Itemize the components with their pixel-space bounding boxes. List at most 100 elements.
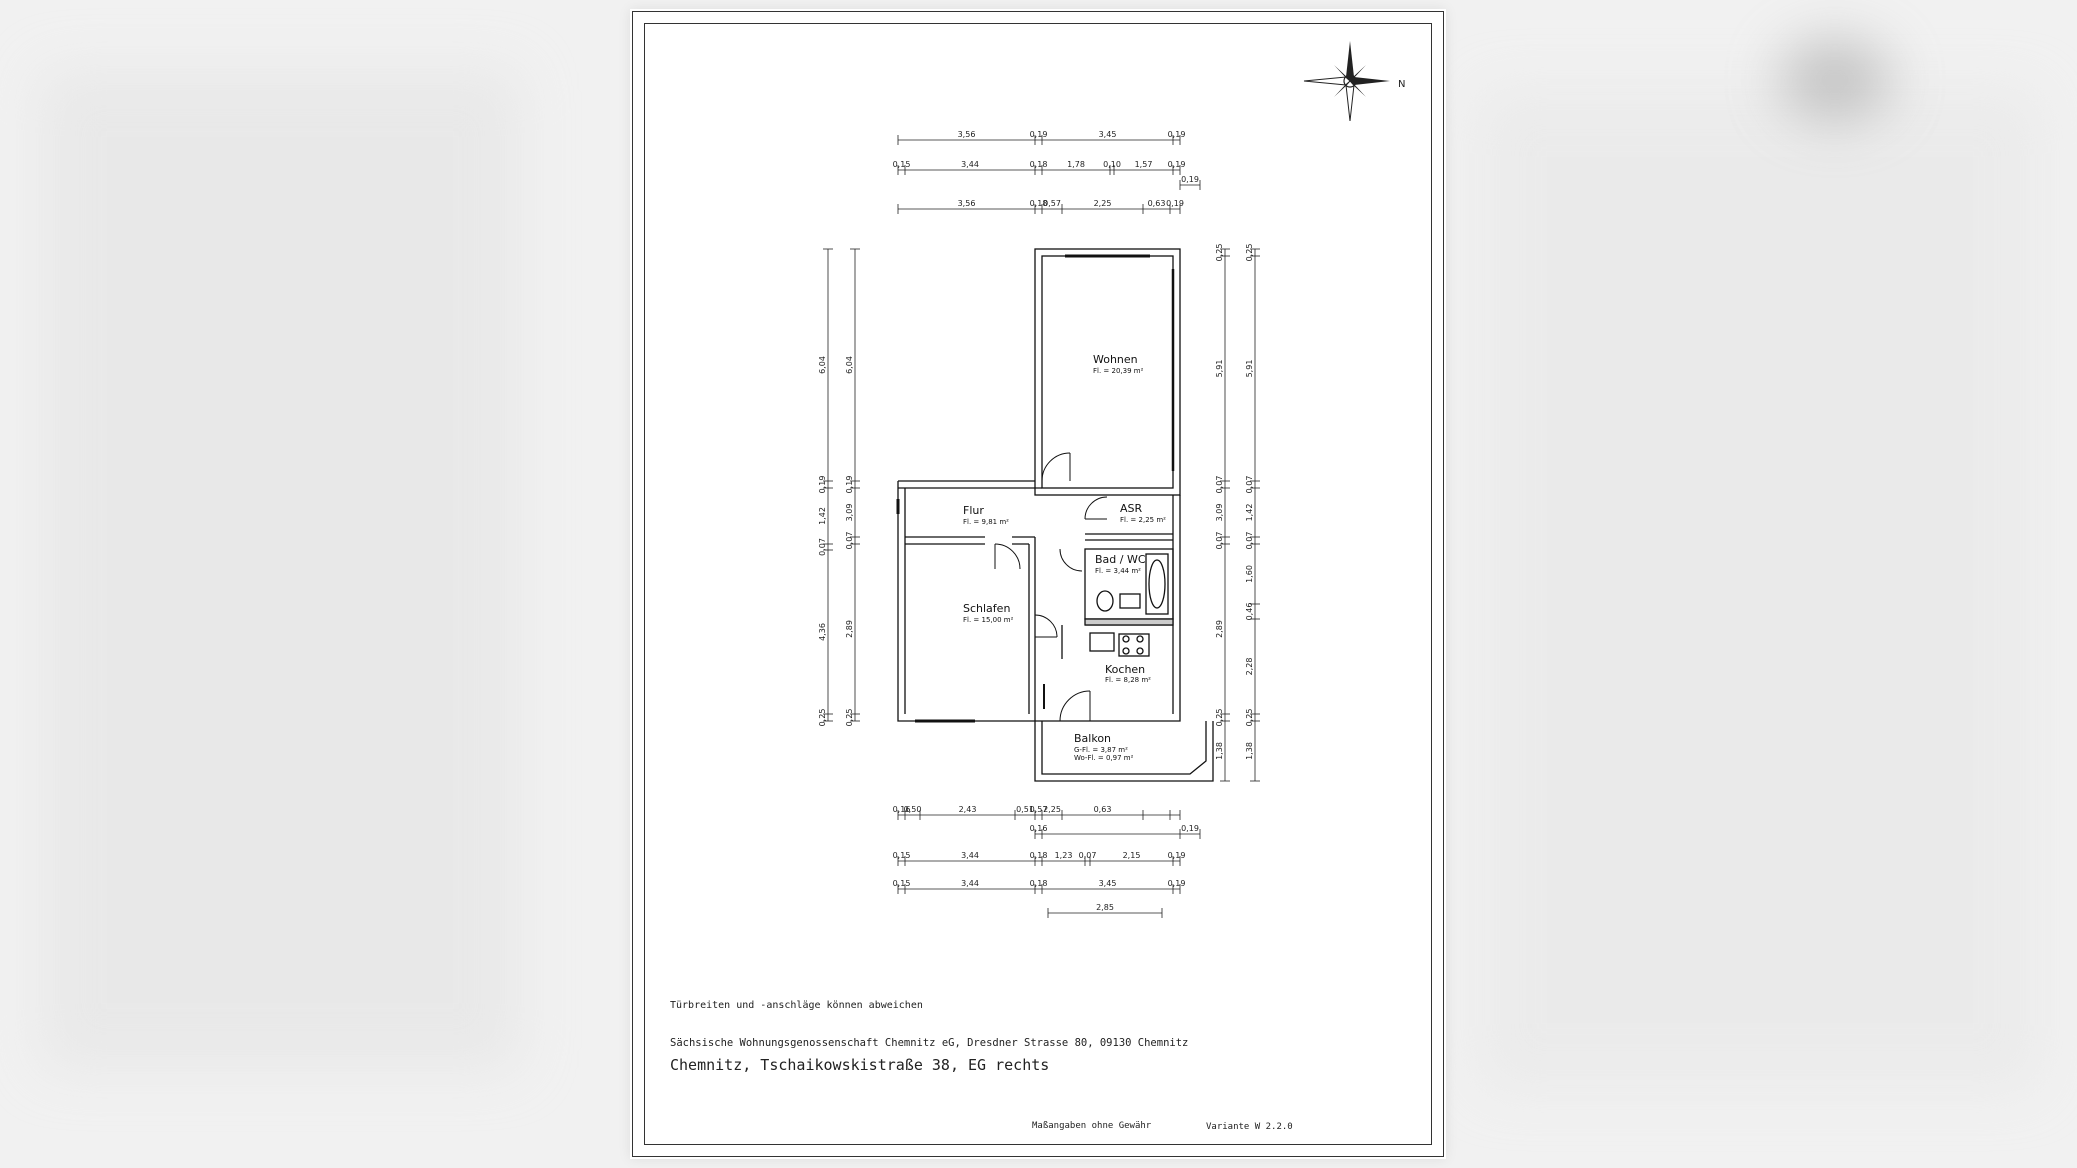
sheet-border (632, 11, 1444, 1157)
dim-right-inner-label: 5,91 (1215, 360, 1224, 378)
north-label: N (1398, 79, 1405, 90)
dim-top2-label: 3,44 (961, 160, 979, 169)
dim-right-outer-label: 0,07 (1245, 532, 1254, 550)
dim-top2-label: 1,78 (1067, 160, 1085, 169)
dim-bottom2-label: 0,18 (1030, 851, 1048, 860)
dim-top1-label: 0,19 (1168, 130, 1186, 139)
dim-right-outer-label: 0,25 (1245, 244, 1254, 262)
dim-top2-label: 1,57 (1135, 160, 1153, 169)
doors (994, 452, 1108, 722)
dim-right-inner-label: 2,89 (1215, 620, 1224, 638)
dim-right-outer-label: 1,42 (1245, 504, 1254, 522)
dimension-lines (823, 135, 1260, 918)
dim-left-inner-label: 3,09 (845, 504, 854, 522)
dim-right-inner-label: 0,07 (1215, 532, 1224, 550)
dim-left-inner-label: 0,07 (845, 532, 854, 550)
dim-right-inner-label: 3,09 (1215, 504, 1224, 522)
room-name-schlafen: Schlafen (963, 602, 1010, 615)
dim-top2-label: 0,19 (1168, 160, 1186, 169)
dim-top3-label: 0,18 (1030, 199, 1048, 208)
background-blur (40, 70, 520, 1070)
room-name-kochen: Kochen (1105, 663, 1145, 676)
room-area-balkon-wfl: Wo-Fl. = 0,97 m² (1074, 754, 1134, 762)
dim-top2-label: 0,18 (1030, 160, 1048, 169)
dim-bottom1-label: 0,63 (1094, 805, 1112, 814)
dim-top3-label: 2,25 (1094, 199, 1112, 208)
dim-top1-label: 3,56 (958, 130, 976, 139)
dim-bottom1-label: 0,50 (904, 805, 922, 814)
dim-bottom1b-label: 0,19 (1181, 824, 1199, 833)
room-name-wohnen: Wohnen (1093, 353, 1138, 366)
room-name-asr: ASR (1120, 502, 1143, 515)
dim-bottom1-label: 2,43 (959, 805, 977, 814)
room-name-flur: Flur (963, 504, 984, 517)
dim-bottom2-label: 0,15 (893, 851, 911, 860)
background-blur (1480, 90, 2040, 1090)
dim-right-inner-label: 1,38 (1215, 742, 1224, 760)
variant-label: Variante W 2.2.0 (1206, 1122, 1293, 1132)
dim-left-outer-label: 0,19 (818, 476, 827, 494)
dim-right-outer-label: 0,07 (1245, 476, 1254, 494)
dim-bottom1-label: 0,57 (1030, 805, 1048, 814)
room-area-schlafen: Fl. = 15,00 m² (963, 616, 1014, 624)
dim-right-inner-label: 0,07 (1215, 476, 1224, 494)
dim-left-outer-label: 4,36 (818, 623, 827, 641)
property-address: Chemnitz, Tschaikowskistraße 38, EG rech… (670, 1056, 1050, 1074)
dim-right-outer-label: 0,25 (1245, 709, 1254, 727)
dim-bottom4-label: 2,85 (1096, 903, 1114, 912)
company-line: Sächsische Wohnungsgenossenschaft Chemni… (670, 1037, 1189, 1049)
dim-top3-label: 0,63 (1148, 199, 1166, 208)
dim-bottom3-label: 0,19 (1168, 879, 1186, 888)
dim-right-inner-label: 0,25 (1215, 244, 1224, 262)
dim-bottom1-label: 2,25 (1043, 805, 1061, 814)
dim-left-outer-label: 0,07 (818, 538, 827, 556)
dim-top3-label: 0,57 (1043, 199, 1061, 208)
room-area-bad: Fl. = 3,44 m² (1095, 567, 1141, 575)
room-area-kochen: Fl. = 8,28 m² (1105, 676, 1151, 684)
room-name-balkon: Balkon (1074, 732, 1111, 745)
dim-top3-label: 3,56 (958, 199, 976, 208)
dim-left-inner-label: 0,19 (845, 476, 854, 494)
room-area-wohnen: Fl. = 20,39 m² (1093, 367, 1144, 375)
dimension-labels: 3,56 0,19 3,45 0,19 0,15 3,44 0,18 1,78 0,10 1,57… (818, 130, 1254, 912)
dim-left-inner-label: 2,89 (845, 620, 854, 638)
dim-left-inner-label: 0,25 (845, 709, 854, 727)
compass-icon: N (1303, 41, 1405, 122)
dim-bottom2-label: 2,15 (1123, 851, 1141, 860)
dim-bottom3-label: 3,45 (1099, 879, 1117, 888)
dim-top1-label: 3,45 (1099, 130, 1117, 139)
dim-right-outer-label: 1,38 (1245, 742, 1254, 760)
dim-bottom2-label: 3,44 (961, 851, 979, 860)
dim-bottom1-label: 0,16 (893, 805, 911, 814)
door-note: Türbreiten und -anschläge können abweich… (670, 1000, 923, 1011)
floorplan-drawing: N (818, 41, 1405, 918)
dim-bottom1b-label: 0,16 (1030, 824, 1048, 833)
dim-right-outer-label: 0,46 (1245, 603, 1254, 621)
dim-left-outer-label: 1,42 (818, 507, 827, 525)
dim-right-inner-label: 0,25 (1215, 709, 1224, 727)
dim-bottom3-label: 0,15 (893, 879, 911, 888)
dim-top2-label: 0,10 (1103, 160, 1121, 169)
room-area-flur: Fl. = 9,81 m² (963, 518, 1009, 526)
walls (896, 248, 1214, 782)
dim-left-inner-label: 6,04 (845, 356, 854, 374)
dim-right-outer-label: 2,28 (1245, 658, 1254, 676)
room-name-bad: Bad / WC (1095, 553, 1146, 566)
dim-bottom3-label: 0,18 (1030, 879, 1048, 888)
room-labels: Wohnen Fl. = 20,39 m² Flur Fl. = 9,81 m²… (963, 353, 1166, 762)
dim-top3-label: 0,19 (1166, 199, 1184, 208)
dim-bottom2-label: 0,07 (1079, 851, 1097, 860)
dim-bottom2-label: 1,23 (1055, 851, 1073, 860)
dim-right-outer-label: 5,91 (1245, 360, 1254, 378)
dim-bottom2-label: 0,19 (1168, 851, 1186, 860)
floorplan-sheet: N (630, 9, 1446, 1159)
disclaimer: Maßangaben ohne Gewähr (1032, 1121, 1152, 1131)
room-area-asr: Fl. = 2,25 m² (1120, 516, 1166, 524)
room-area-balkon-gfl: G-Fl. = 3,87 m² (1074, 746, 1128, 754)
background-blur (1780, 40, 1890, 120)
dim-top1-label: 0,19 (1030, 130, 1048, 139)
dim-left-outer-label: 0,25 (818, 709, 827, 727)
dim-top2-label: 0,15 (893, 160, 911, 169)
dim-left-outer-label: 6,04 (818, 356, 827, 374)
dim-right-outer-label: 1,60 (1245, 565, 1254, 583)
